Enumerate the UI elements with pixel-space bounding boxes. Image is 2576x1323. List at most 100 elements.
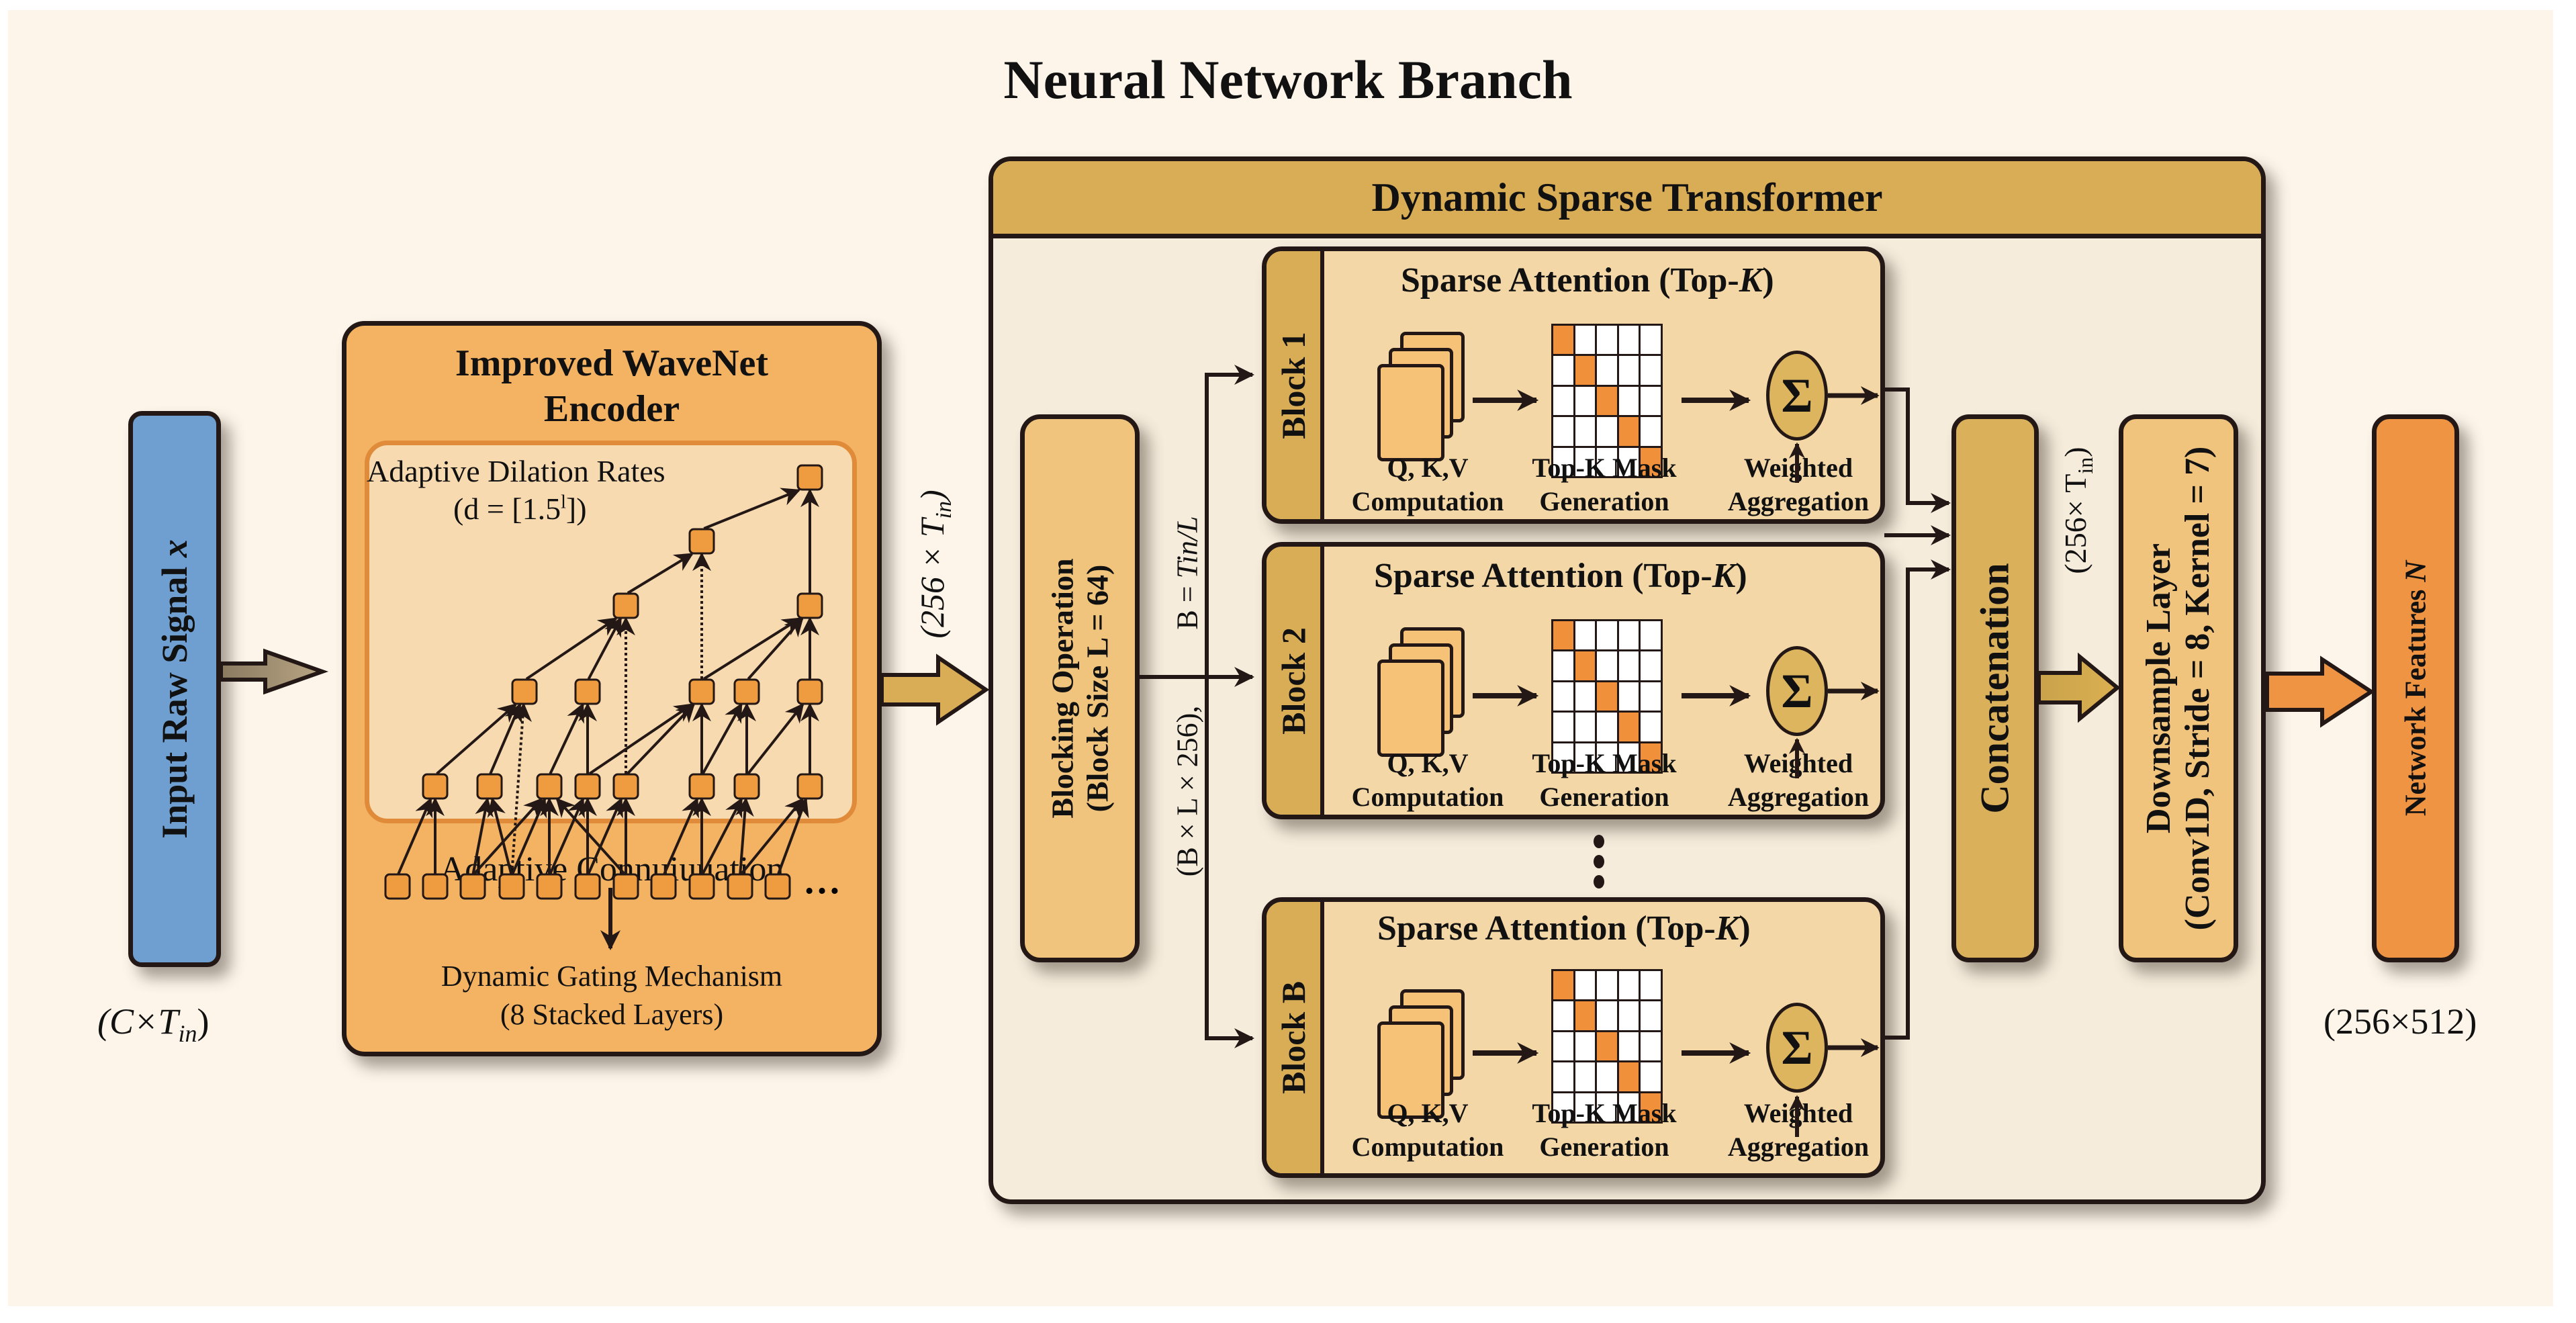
- encoder-title: Improved WaveNet Encoder: [455, 343, 769, 430]
- mask-cell: [1641, 386, 1661, 416]
- mask-cell: [1553, 386, 1573, 416]
- mask-cell: [1575, 682, 1596, 711]
- mask-cell: [1597, 651, 1617, 680]
- network-features-label: Network Features N: [2399, 560, 2432, 817]
- dilation-title: Adaptive Dilation Rates: [367, 454, 665, 488]
- mask-cell: [1553, 1062, 1573, 1091]
- mask-cell: [1575, 713, 1596, 741]
- block-tab: Block B: [1267, 902, 1324, 1173]
- block-flow-arrows: [1473, 682, 1880, 778]
- sigma-aggregation-icon: Σ: [1766, 351, 1828, 441]
- mask-step-label: Top-K Mask Generation: [1532, 453, 1677, 516]
- mask-cell: [1553, 682, 1573, 711]
- mask-cell: [1597, 417, 1617, 446]
- sigma-aggregation-icon: Σ: [1766, 1003, 1828, 1093]
- mask-cell: [1641, 713, 1661, 741]
- mask-step-label: Top-K Mask Generation: [1532, 748, 1677, 812]
- mask-cell-selected: [1553, 971, 1573, 1000]
- qkv-step-label: Q, K,V Computation: [1351, 748, 1504, 812]
- blocking-operation-block: Blocking Operation (Block Size L = 64): [1020, 414, 1140, 962]
- mask-cell: [1641, 1001, 1661, 1030]
- mask-cell: [1553, 713, 1573, 741]
- qkv-cards-icon: [1377, 989, 1471, 1119]
- mask-cell: [1575, 1032, 1596, 1061]
- mask-cell: [1618, 326, 1639, 355]
- mask-cell: [1618, 682, 1639, 711]
- topk-mask-grid: [1551, 969, 1663, 1124]
- mask-cell: [1575, 621, 1596, 650]
- qkv-cards-icon: [1377, 332, 1471, 461]
- mask-cell-selected: [1618, 417, 1639, 446]
- block-shape-label: (B × L × 256),: [1170, 705, 1204, 877]
- attention-block: Block 2 Sparse Attention (Top-K) Σ Q, K,…: [1262, 542, 1885, 819]
- mask-cell: [1618, 1001, 1639, 1030]
- mask-cell: [1641, 356, 1661, 385]
- mask-cell: [1575, 326, 1596, 355]
- mask-cell: [1553, 1032, 1573, 1061]
- diagram-title: Neural Network Branch: [1003, 49, 1573, 110]
- mask-cell: [1553, 651, 1573, 680]
- mask-cell-selected: [1575, 356, 1596, 385]
- mask-cell-selected: [1553, 326, 1573, 355]
- mask-cell-selected: [1618, 713, 1639, 741]
- mask-cell: [1618, 356, 1639, 385]
- downsample-label: Downsample Layer (Conv1D, Stride = 8, Ke…: [2139, 446, 2217, 931]
- mask-cell-selected: [1575, 1001, 1596, 1030]
- transformer-header: Dynamic Sparse Transformer: [993, 161, 2261, 238]
- attention-block: Block B Sparse Attention (Top-K) Σ Q, K,…: [1262, 897, 1885, 1178]
- mask-cell: [1618, 621, 1639, 650]
- gating-mechanism-label: Dynamic Gating Mechanism (8 Stacked Laye…: [441, 960, 783, 1032]
- sparse-attention-title: Sparse Attention (Top-K): [1374, 557, 1747, 595]
- mask-cell: [1618, 386, 1639, 416]
- wavenet-encoder-block: Improved WaveNet Encoder Adaptive Dilati…: [342, 321, 882, 1056]
- mask-cell: [1575, 417, 1596, 446]
- mask-cell: [1553, 1001, 1573, 1030]
- topk-mask-grid: [1551, 619, 1663, 774]
- block-tab: Block 1: [1267, 251, 1324, 519]
- sigma-aggregation-icon: Σ: [1766, 646, 1828, 736]
- mask-cell: [1618, 447, 1639, 477]
- mask-cell: [1641, 621, 1661, 650]
- mask-cell-selected: [1641, 1093, 1661, 1122]
- mask-cell: [1597, 971, 1617, 1000]
- mask-cell: [1597, 743, 1617, 772]
- mask-cell: [1641, 1032, 1661, 1061]
- qkv-step-label: Q, K,V Computation: [1351, 1098, 1504, 1162]
- mask-cell: [1575, 1093, 1596, 1122]
- sparse-attention-title: Sparse Attention (Top-K): [1377, 909, 1751, 948]
- mask-cell: [1553, 1093, 1573, 1122]
- block-flow-arrows: [1473, 1038, 1880, 1137]
- output-dims-label: (256×512): [2324, 1001, 2477, 1042]
- block-tab: Block 2: [1267, 547, 1324, 815]
- mask-cell: [1553, 417, 1573, 446]
- qkv-cards-icon: [1377, 627, 1471, 757]
- concat-out-dims-label: (256× Tin): [2058, 447, 2098, 574]
- adaptive-step-label: Adaptive Connuiuuation: [439, 850, 784, 888]
- mask-cell: [1641, 971, 1661, 1000]
- mask-cell: [1618, 743, 1639, 772]
- block-flow-arrows: [1473, 386, 1880, 483]
- mask-cell: [1597, 1093, 1617, 1122]
- mask-step-label: Top-K Mask Generation: [1532, 1098, 1677, 1162]
- downsample-layer-block: Downsample Layer (Conv1D, Stride = 8, Ke…: [2119, 414, 2238, 962]
- mask-cell-selected: [1575, 651, 1596, 680]
- mask-cell: [1597, 1062, 1617, 1091]
- mask-cell: [1575, 743, 1596, 772]
- mask-cell: [1575, 447, 1596, 477]
- network-features-block: Network Features N: [2372, 414, 2459, 962]
- concatenation-label: Concatenation: [1972, 563, 2017, 814]
- mask-cell: [1641, 682, 1661, 711]
- mask-cell: [1553, 743, 1573, 772]
- mask-cell: [1618, 1093, 1639, 1122]
- concatenation-block: Concatenation: [1951, 414, 2039, 962]
- encoder-out-dims-label: (256 × Tin): [913, 490, 956, 639]
- input-dims-label: (C×Tin): [97, 1001, 210, 1047]
- block-count-label: B = Tin/L: [1170, 516, 1204, 630]
- mask-cell: [1597, 326, 1617, 355]
- mask-cell: [1575, 971, 1596, 1000]
- mask-cell: [1553, 356, 1573, 385]
- input-signal-label: Input Raw Signal x: [154, 539, 195, 839]
- qkv-step-label: Q, K,V Computation: [1351, 453, 1504, 516]
- mask-cell-selected: [1641, 743, 1661, 772]
- mask-cell: [1618, 1032, 1639, 1061]
